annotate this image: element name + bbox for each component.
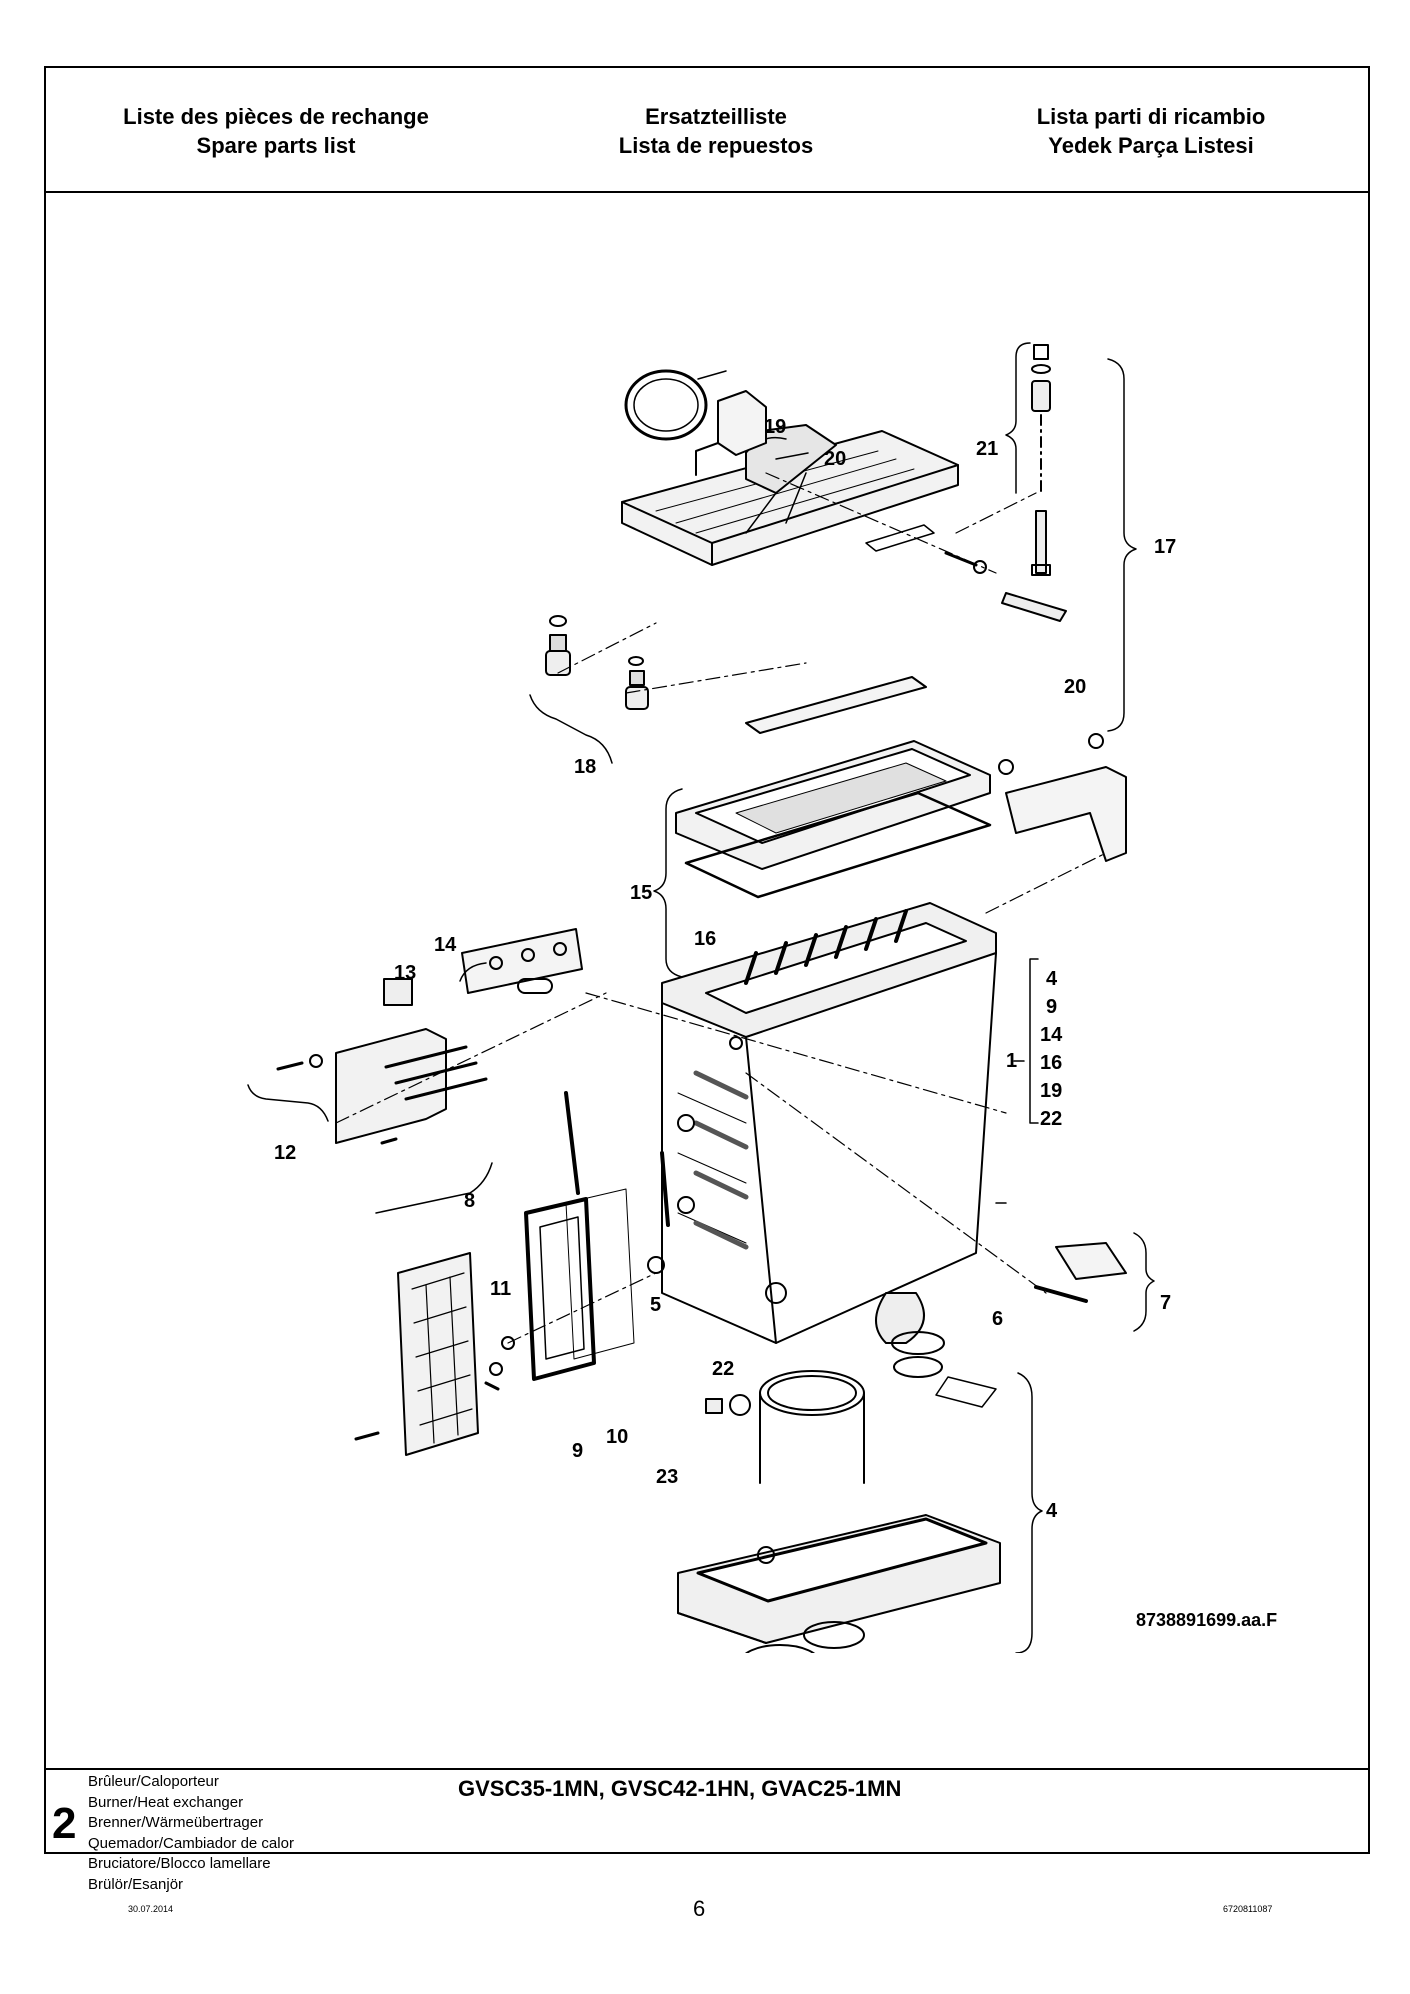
label-22: 22: [712, 1358, 734, 1380]
label-16: 16: [694, 928, 716, 950]
description-it: Bruciatore/Blocco lamellare: [88, 1855, 271, 1872]
bolt-set: [1001, 344, 1067, 622]
label-19: 19: [764, 416, 786, 438]
label-20-bottom: 20: [1064, 676, 1086, 698]
section-number: 2: [52, 1799, 77, 1848]
gasket: [524, 1197, 596, 1381]
label-15: 15: [630, 882, 652, 904]
grouping-braces: [247, 342, 1155, 1653]
header-title-fr: Liste des pièces de rechange: [123, 104, 429, 129]
assembly-guide-lines: [335, 472, 1107, 1344]
mounting-strip: [745, 676, 927, 734]
label-4: 4: [1046, 1500, 1058, 1522]
electrode-assembly: [276, 928, 583, 1145]
access-cover: [397, 1252, 479, 1456]
label-1: 1: [1006, 1050, 1017, 1072]
page-frame: Liste des pièces de rechange Spare parts…: [44, 66, 1370, 1893]
seal-ring: [624, 369, 708, 441]
part-number-labels: 19 20 21 17 20 18 15 16 14 13 1 12 8 11 …: [274, 416, 1176, 1653]
document-number: 6720811087: [1223, 1904, 1273, 1914]
model-list: GVSC35-1MN, GVSC42-1HN, GVAC25-1MN: [458, 1776, 902, 1801]
drain-ring: [803, 1621, 865, 1649]
list-item-16: 16: [1040, 1052, 1062, 1074]
header: Liste des pièces de rechange Spare parts…: [46, 68, 1368, 193]
burner-plate: [621, 424, 959, 566]
label-18: 18: [574, 756, 596, 778]
header-title-tr: Yedek Parça Listesi: [1048, 133, 1254, 158]
description-es: Quemador/Cambiador de calor: [88, 1834, 294, 1852]
list-item-14: 14: [1040, 1024, 1063, 1046]
bracket: [717, 390, 767, 456]
gas-nozzles: [545, 615, 649, 710]
header-title-it: Lista parti di ricambio: [1036, 104, 1266, 129]
filter-tray: [675, 740, 992, 899]
figure-reference: 8738891699.aa.F: [1136, 1610, 1278, 1630]
label-12: 12: [274, 1142, 296, 1164]
header-italian-turkish: Lista parti di ricambio Yedek Parça List…: [946, 102, 1356, 160]
condensate-tray: [677, 1370, 1001, 1644]
list-item-4: 4: [1046, 968, 1058, 990]
header-title-de: Ersatzteilliste: [645, 104, 787, 129]
label-3: 3: [722, 1650, 733, 1653]
label-13: 13: [394, 962, 416, 984]
label-6: 6: [992, 1308, 1003, 1330]
print-date: 30.07.2014: [128, 1904, 174, 1914]
header-title-es: Lista de repuestos: [618, 133, 814, 158]
label-21: 21: [976, 438, 998, 460]
page-number: 6: [693, 1896, 706, 1921]
label-5: 5: [650, 1294, 661, 1316]
heat-exchanger: [661, 902, 997, 1344]
footer: 2 Brûleur/Caloporteur Burner/Heat exchan…: [46, 1768, 1368, 1893]
label-8: 8: [464, 1190, 475, 1212]
exploded-view-svg: 19 20 21 17 20 18 15 16 14 13 1 12 8 11 …: [247, 342, 1176, 1653]
header-german-spanish: Ersatzteilliste Lista de repuestos: [516, 102, 916, 160]
list-item-9: 9: [1046, 996, 1057, 1018]
leader-lines: [697, 370, 1007, 1204]
list-item-22: 22: [1040, 1108, 1062, 1130]
header-title-en: Spare parts list: [196, 133, 356, 158]
list-item-19: 19: [1040, 1080, 1062, 1102]
description-fr: Brûleur/Caloporteur: [88, 1773, 219, 1790]
description-de: Brenner/Wärmeübertrager: [88, 1814, 264, 1831]
temperature-sensor: [1055, 1242, 1127, 1280]
side-bracket: [1005, 766, 1127, 862]
label-11: 11: [490, 1278, 511, 1300]
label-14: 14: [434, 934, 457, 956]
label-20-top: 20: [824, 448, 846, 470]
header-french-english: Liste des pièces de rechange Spare parts…: [66, 102, 486, 160]
label-9: 9: [572, 1440, 583, 1462]
description-tr: Brülör/Esanjör: [88, 1875, 184, 1893]
label-23: 23: [656, 1466, 678, 1488]
label-17: 17: [1154, 536, 1176, 558]
label-10: 10: [606, 1426, 628, 1448]
section-description: Brûleur/Caloporteur Burner/Heat exchange…: [88, 1772, 294, 1895]
description-en: Burner/Heat exchanger: [88, 1793, 244, 1811]
label-7: 7: [1160, 1292, 1171, 1314]
exploded-view-drawing: 19 20 21 17 20 18 15 16 14 13 1 12 8 11 …: [46, 193, 1368, 1653]
